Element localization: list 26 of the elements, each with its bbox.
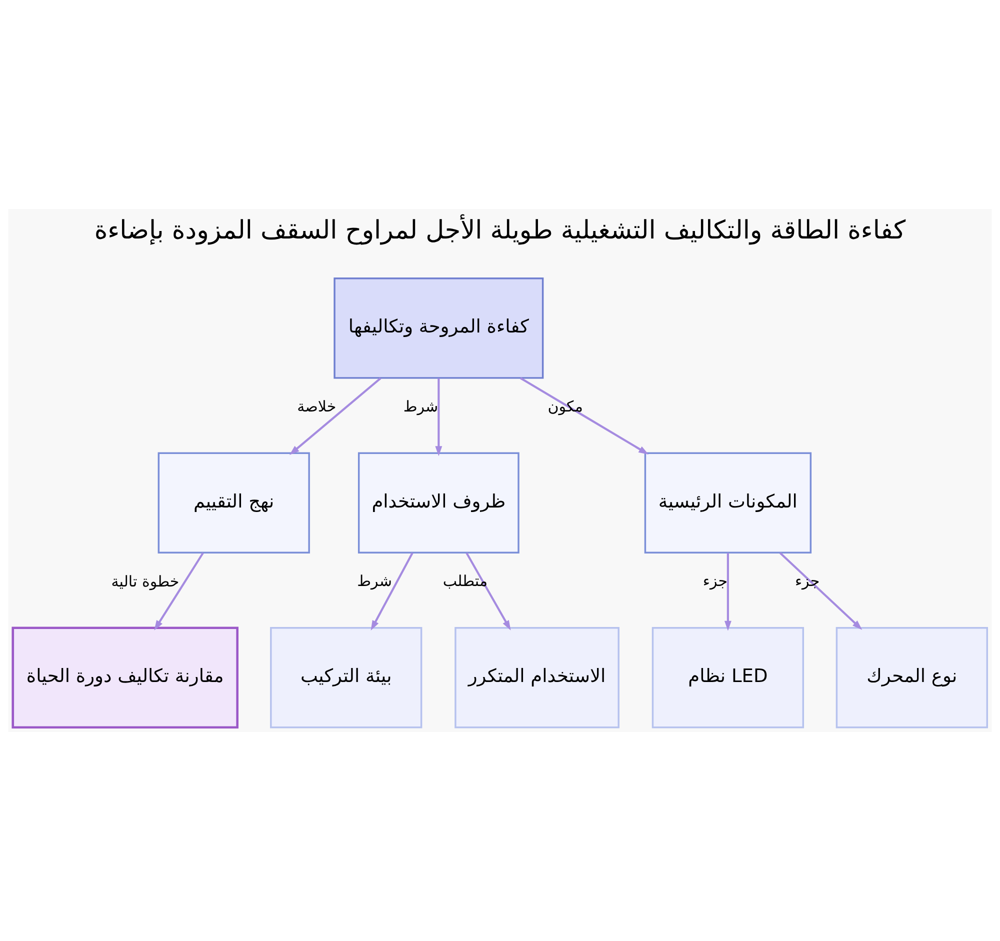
arrow [370, 552, 414, 630]
node-box: نظام LED [652, 627, 804, 728]
node-box: الاستخدام المتكرر [454, 627, 620, 728]
edge-label: شرط [357, 572, 392, 590]
edge-label: خطوة تالية [111, 572, 180, 590]
node-box: ظروف الاستخدام [358, 452, 520, 554]
arrow [779, 552, 862, 630]
arrow [724, 553, 732, 631]
node-box: مقارنة تكاليف دورة الحياة [12, 626, 238, 729]
node-box: بيئة التركيب [270, 627, 422, 728]
arrow [466, 552, 511, 630]
edge-label: جزء [794, 572, 820, 590]
node-box: نوع المحرك [836, 627, 988, 728]
edge-label: شرط [403, 397, 438, 416]
node-box: نهج التقييم [158, 452, 310, 554]
arrow [289, 377, 382, 455]
edge-label: مكون [548, 397, 583, 416]
node-box: المكونات الرئيسية [644, 452, 812, 554]
diagram-title: كفاءة الطاقة والتكاليف التشغيلية طويلة الأجل لمراوح السقف المزودة بإضاءة [94, 216, 906, 246]
arrow [154, 552, 204, 630]
edge-label: جزء [702, 572, 728, 590]
arrow [520, 377, 649, 454]
edge-label: متطلب [442, 572, 488, 590]
edge-label: خلاصة [297, 397, 336, 416]
node-box: كفاءة المروحة وتكاليفها [334, 278, 544, 379]
arrow [435, 378, 442, 456]
